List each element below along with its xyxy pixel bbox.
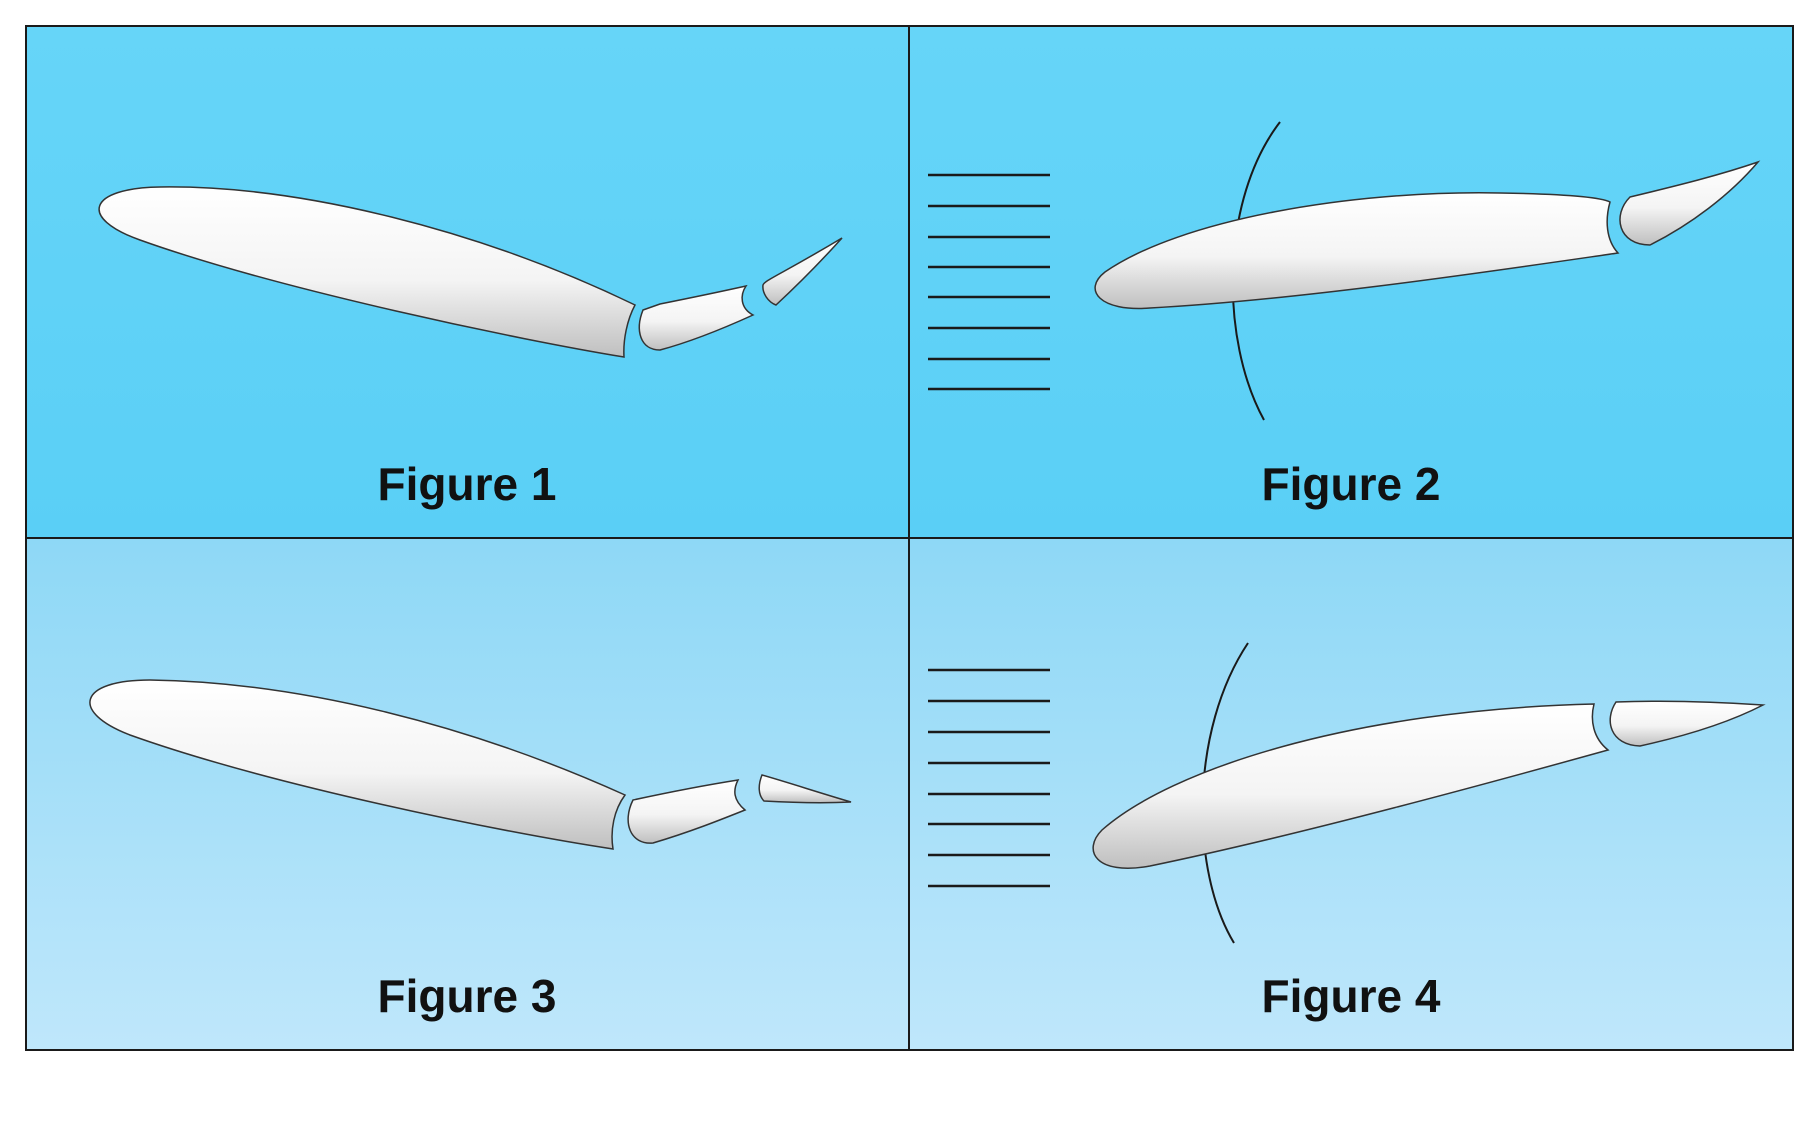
- airflow-lines: [928, 173, 1050, 391]
- flap: [1619, 160, 1761, 246]
- figure-3-caption: Figure 3: [378, 970, 557, 1022]
- flap: [1609, 700, 1766, 747]
- trailing-flap: [762, 237, 843, 306]
- flap: [638, 284, 755, 351]
- main-wing: [98, 186, 637, 358]
- flap: [627, 779, 747, 844]
- figure-4-caption: Figure 4: [1262, 970, 1441, 1022]
- figure-2-caption: Figure 2: [1262, 458, 1441, 510]
- panel-4: Figure 4: [928, 642, 1766, 1022]
- panel-2: Figure 2: [928, 121, 1761, 510]
- figure-1-caption: Figure 1: [378, 458, 557, 510]
- trailing-flap: [758, 774, 852, 804]
- main-wing: [89, 679, 627, 850]
- main-wing: [1092, 703, 1610, 869]
- main-wing: [1094, 192, 1620, 310]
- airflow-lines: [928, 668, 1050, 888]
- panel-1: Figure 1: [98, 186, 843, 510]
- panel-3: Figure 3: [89, 679, 852, 1022]
